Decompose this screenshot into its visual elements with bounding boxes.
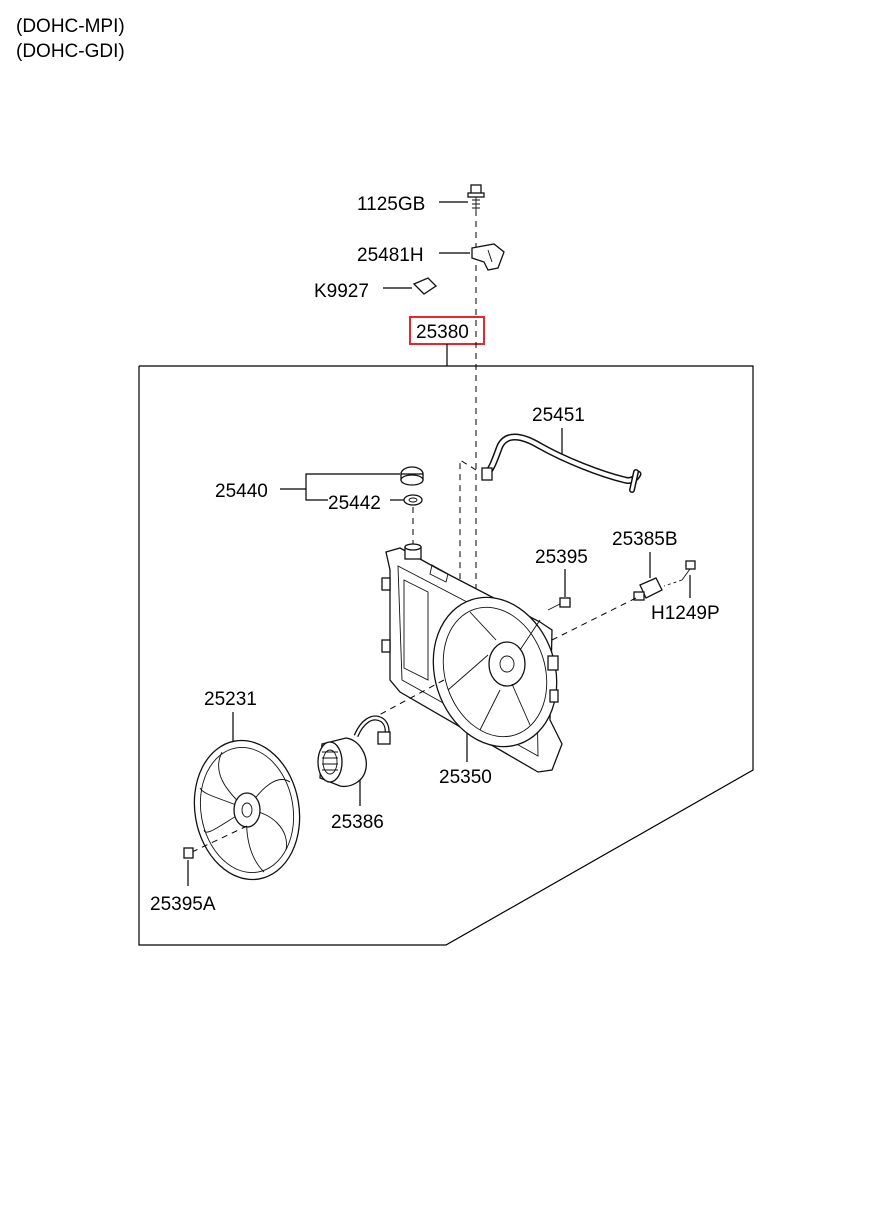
connector-alignment (551, 597, 637, 641)
fan-25231 (193, 739, 301, 881)
part-label-25395A[interactable]: 25395A (150, 894, 216, 915)
bolt-H1249P (663, 560, 696, 587)
header: (DOHC-MPI) (DOHC-GDI) (16, 14, 125, 64)
part-label-25386[interactable]: 25386 (331, 812, 384, 833)
part-label-K9927[interactable]: K9927 (314, 281, 369, 302)
motor-alignment (365, 679, 445, 723)
engine-variant-gdi: (DOHC-GDI) (16, 41, 125, 62)
alignment-dash-2 (459, 459, 477, 590)
nut-25395A (183, 847, 194, 859)
part-label-25481H[interactable]: 25481H (357, 245, 424, 266)
part-label-25451[interactable]: 25451 (532, 405, 585, 426)
bracket-25481H (471, 243, 505, 271)
part-label-25385B[interactable]: 25385B (612, 529, 678, 550)
assembly-boundary (138, 365, 754, 946)
part-label-1125GB[interactable]: 1125GB (357, 194, 425, 215)
engine-variant-mpi: (DOHC-MPI) (16, 16, 125, 37)
reservoir-neck (404, 543, 422, 560)
part-label-25350[interactable]: 25350 (439, 767, 492, 788)
leader-25440-branch (305, 473, 400, 501)
part-label-25440[interactable]: 25440 (215, 481, 268, 502)
bolt-1125GB (467, 184, 485, 212)
part-label-25231[interactable]: 25231 (204, 689, 257, 710)
cap-25440 (400, 466, 424, 486)
screw-25395 (547, 597, 571, 611)
part-label-25395[interactable]: 25395 (535, 547, 588, 568)
clip-K9927 (412, 277, 438, 295)
part-label-H1249P[interactable]: H1249P (651, 603, 720, 624)
shroud-25350 (381, 547, 563, 773)
motor-25386 (317, 715, 391, 788)
hose-25451 (481, 433, 642, 493)
seal-25442 (403, 494, 423, 506)
connector-25385B (633, 577, 663, 601)
part-label-25380[interactable]: 25380 (416, 322, 469, 343)
part-label-25442[interactable]: 25442 (328, 493, 381, 514)
